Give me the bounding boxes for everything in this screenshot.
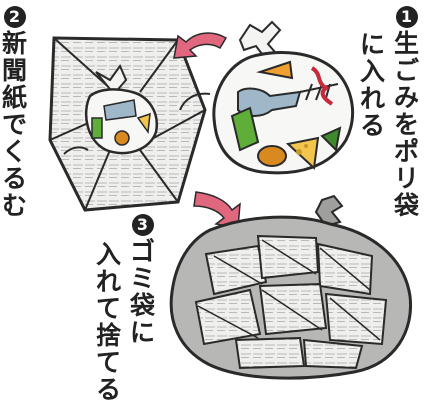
caption-char: 生 [394, 29, 420, 58]
step-3-line-1: ゴミ袋に [130, 239, 155, 347]
caption-char: 袋 [394, 191, 420, 220]
caption-char: 捨 [96, 321, 122, 350]
trash-bag-full-icon [169, 194, 413, 380]
caption-char: 聞 [2, 56, 28, 85]
caption-char: ご [394, 56, 420, 85]
caption-char: る [96, 375, 122, 404]
caption-char: る [2, 164, 28, 193]
caption-char: を [394, 110, 420, 139]
step-1-line-1: 生ごみをポリ袋 [394, 31, 419, 220]
newspaper-bundle-icon [48, 36, 207, 212]
caption-char: て [96, 348, 122, 377]
caption-char: ミ [130, 264, 156, 293]
caption-char: ゴ [130, 237, 156, 266]
motion-stroke-icon [63, 146, 89, 155]
caption-char: み [394, 83, 420, 112]
caption-char: 入 [96, 240, 122, 269]
caption-char: る [360, 111, 386, 140]
arrow-step1-to-step2-icon [173, 32, 228, 59]
caption-char: む [2, 191, 28, 220]
caption-char: れ [96, 267, 122, 296]
step-1-line-2: に入れる [360, 32, 385, 140]
caption-char: 入 [360, 57, 386, 86]
step-2-line-1: 新聞紙でくるむ [2, 31, 27, 220]
caption-char: れ [360, 84, 386, 113]
poly-bag-with-scraps-icon [212, 20, 354, 175]
step-number-3: 3 [131, 214, 154, 236]
step-number-1: 1 [395, 6, 418, 28]
caption-char: に [130, 318, 156, 347]
caption-char: 袋 [130, 291, 156, 320]
motion-stroke-icon [179, 92, 211, 111]
step-3-line-2: 入れて捨てる [96, 242, 121, 404]
caption-char: リ [394, 164, 420, 193]
caption-char: ポ [394, 137, 420, 166]
caption-char: く [2, 137, 28, 166]
caption-char: に [360, 30, 386, 59]
caption-char: 新 [2, 29, 28, 58]
caption-char: 紙 [2, 83, 28, 112]
caption-char: で [2, 110, 28, 139]
caption-char: て [96, 294, 122, 323]
illustration [48, 20, 413, 380]
illustration-stage: 1 生ごみをポリ袋 に入れる 2 新聞紙でくるむ 3 ゴミ袋に 入れて捨てる [2, 6, 419, 402]
step-number-2: 2 [3, 6, 26, 28]
